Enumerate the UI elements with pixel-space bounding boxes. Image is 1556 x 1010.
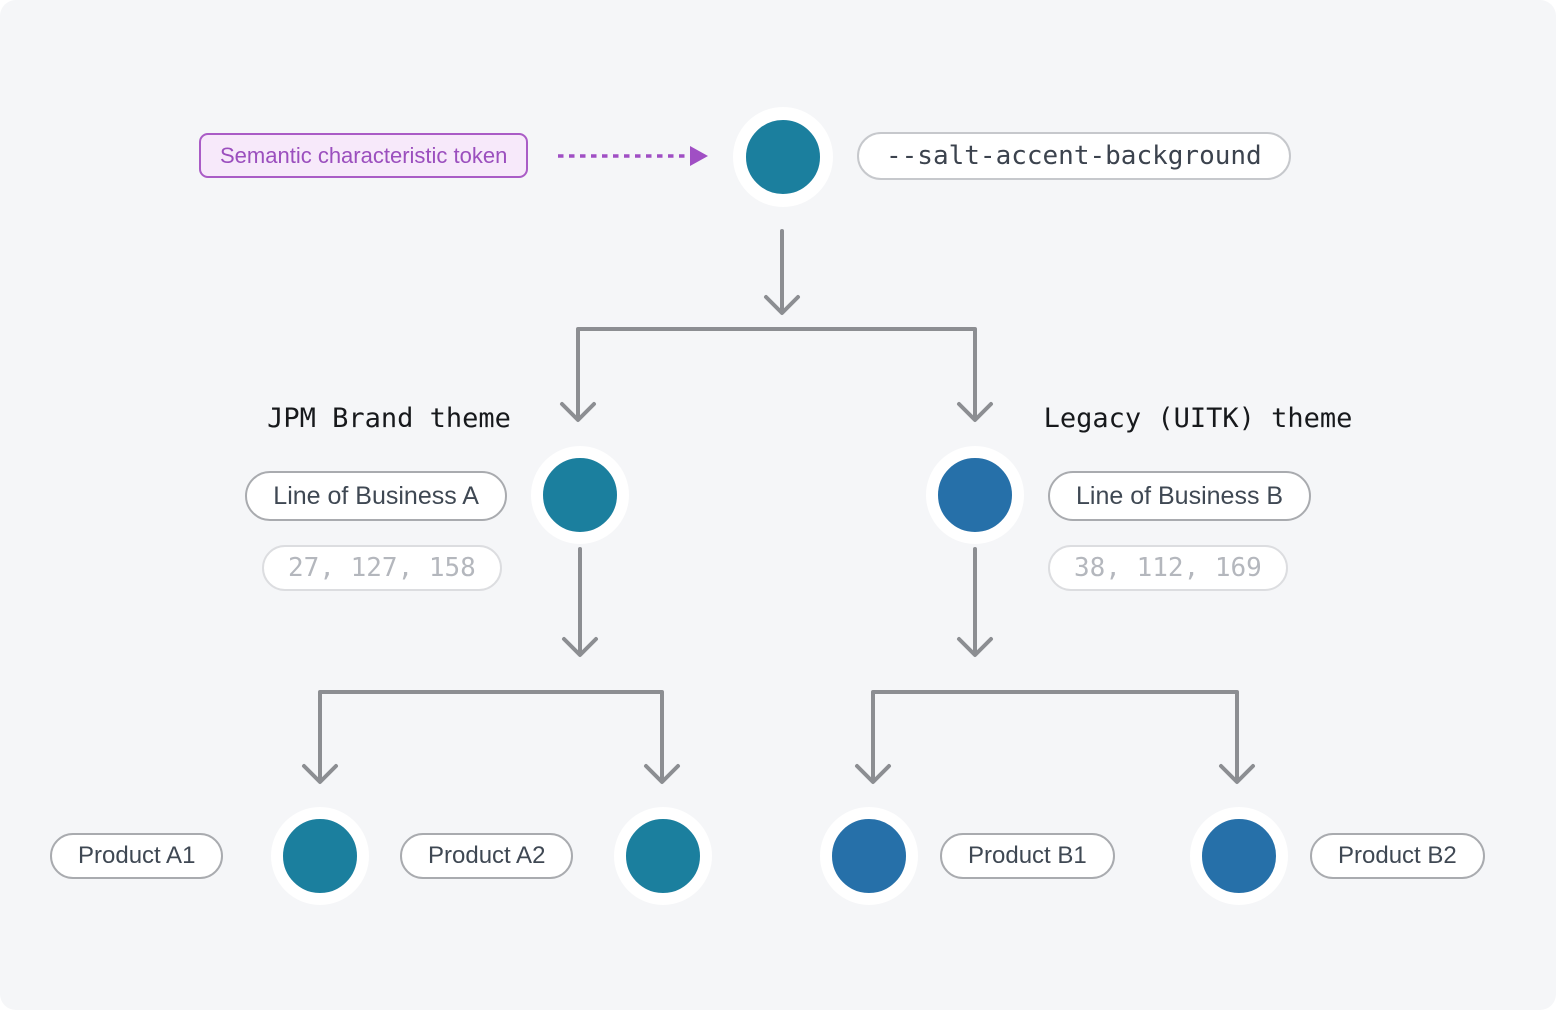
semantic-token-annotation: Semantic characteristic token — [199, 133, 529, 178]
product-a2-pill: Product A2 — [400, 833, 574, 879]
arrow-product-a2-head — [644, 764, 680, 784]
product-b2-swatch — [1190, 807, 1288, 905]
theme-a-swatch — [531, 446, 629, 544]
arrow-root-head — [764, 295, 800, 315]
root-token-swatch — [733, 107, 833, 207]
arrow-split-left-head — [560, 402, 596, 422]
theme-a-title: JPM Brand theme — [267, 403, 511, 434]
annotation-arrow-head — [690, 146, 708, 166]
rail-theme-b-split — [871, 690, 1239, 780]
product-b1-pill: Product B1 — [940, 833, 1115, 879]
arrow-split-right-head — [957, 402, 993, 422]
theme-b-rgb-pill: 38, 112, 169 — [1048, 545, 1288, 591]
theme-a-rgb-pill: 27, 127, 158 — [262, 545, 502, 591]
arrow-theme-a-head — [562, 637, 598, 657]
theme-b-swatch — [926, 446, 1024, 544]
arrow-product-b1-head — [855, 764, 891, 784]
product-a1-pill: Product A1 — [50, 833, 224, 879]
annotation-arrow — [558, 146, 708, 166]
product-b1-swatch — [820, 807, 918, 905]
root-token-name-pill: --salt-accent-background — [857, 132, 1291, 180]
line-of-business-a-pill: Line of Business A — [245, 471, 507, 521]
arrow-product-b2-head — [1219, 764, 1255, 784]
theme-b-title: Legacy (UITK) theme — [1043, 403, 1353, 434]
product-b2-pill: Product B2 — [1310, 833, 1485, 879]
arrow-theme-b-head — [957, 637, 993, 657]
rail-theme-a-split — [318, 690, 664, 780]
line-of-business-b-pill: Line of Business B — [1048, 471, 1312, 521]
product-a2-swatch — [614, 807, 712, 905]
rail-root-split — [576, 327, 977, 418]
arrow-product-a1-head — [302, 764, 338, 784]
product-a1-swatch — [271, 807, 369, 905]
